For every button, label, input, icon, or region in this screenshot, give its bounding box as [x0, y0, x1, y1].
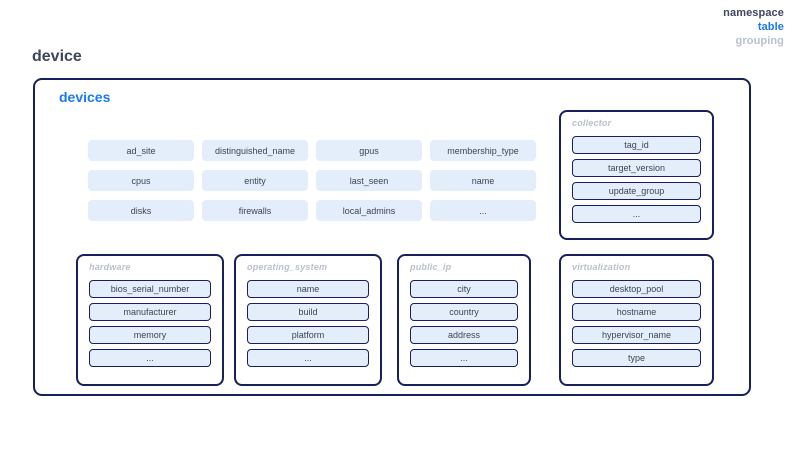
field-chip[interactable]: local_admins [316, 200, 422, 221]
namespace-title: device [32, 48, 82, 65]
field-chip[interactable]: name [430, 170, 536, 191]
grouping-field-list: city country address ... [410, 280, 518, 367]
grouping-field-chip[interactable]: hypervisor_name [572, 326, 701, 344]
grouping-box-collector: collector tag_id target_version update_g… [559, 110, 714, 240]
grouping-label: hardware [89, 262, 131, 272]
field-chip[interactable]: distinguished_name [202, 140, 308, 161]
grouping-field-chip[interactable]: type [572, 349, 701, 367]
grouping-field-list: desktop_pool hostname hypervisor_name ty… [572, 280, 701, 367]
grouping-label: public_ip [410, 262, 452, 272]
legend-item-namespace: namespace [723, 7, 784, 19]
field-chip[interactable]: firewalls [202, 200, 308, 221]
grouping-field-chip[interactable]: bios_serial_number [89, 280, 211, 298]
field-chip[interactable]: cpus [88, 170, 194, 191]
grouping-field-chip[interactable]: name [247, 280, 369, 298]
table-title: devices [59, 89, 111, 105]
legend-item-grouping: grouping [735, 35, 784, 48]
grouping-field-chip[interactable]: country [410, 303, 518, 321]
grouping-field-chip[interactable]: memory [89, 326, 211, 344]
grouping-field-chip-more[interactable]: ... [89, 349, 211, 367]
field-chip[interactable]: disks [88, 200, 194, 221]
grouping-field-chip-more[interactable]: ... [572, 205, 701, 223]
field-chip[interactable]: membership_type [430, 140, 536, 161]
grouping-field-chip-more[interactable]: ... [247, 349, 369, 367]
grouping-label: collector [572, 118, 612, 128]
grouping-field-list: bios_serial_number manufacturer memory .… [89, 280, 211, 367]
grouping-box-virtualization: virtualization desktop_pool hostname hyp… [559, 254, 714, 386]
table-box-devices: devices ad_site distinguished_name gpus … [33, 78, 751, 396]
grouping-box-hardware: hardware bios_serial_number manufacturer… [76, 254, 224, 386]
legend: namespace table grouping [723, 6, 784, 48]
grouping-field-chip[interactable]: desktop_pool [572, 280, 701, 298]
grouping-label: virtualization [572, 262, 631, 272]
field-chip[interactable]: last_seen [316, 170, 422, 191]
field-chip[interactable]: entity [202, 170, 308, 191]
grouping-field-chip[interactable]: target_version [572, 159, 701, 177]
grouping-field-list: name build platform ... [247, 280, 369, 367]
grouping-field-chip[interactable]: address [410, 326, 518, 344]
field-chip[interactable]: gpus [316, 140, 422, 161]
grouping-field-chip[interactable]: manufacturer [89, 303, 211, 321]
field-chip[interactable]: ad_site [88, 140, 194, 161]
grouping-box-public-ip: public_ip city country address ... [397, 254, 531, 386]
grouping-field-chip[interactable]: platform [247, 326, 369, 344]
field-chip-more[interactable]: ... [430, 200, 536, 221]
field-grid: ad_site distinguished_name gpus membersh… [88, 140, 536, 221]
grouping-label: operating_system [247, 262, 328, 272]
grouping-field-chip-more[interactable]: ... [410, 349, 518, 367]
legend-item-table: table [757, 21, 784, 34]
grouping-field-chip[interactable]: hostname [572, 303, 701, 321]
grouping-field-list: tag_id target_version update_group ... [572, 136, 701, 223]
grouping-field-chip[interactable]: city [410, 280, 518, 298]
grouping-box-operating-system: operating_system name build platform ... [234, 254, 382, 386]
grouping-field-chip[interactable]: tag_id [572, 136, 701, 154]
grouping-field-chip[interactable]: update_group [572, 182, 701, 200]
grouping-field-chip[interactable]: build [247, 303, 369, 321]
